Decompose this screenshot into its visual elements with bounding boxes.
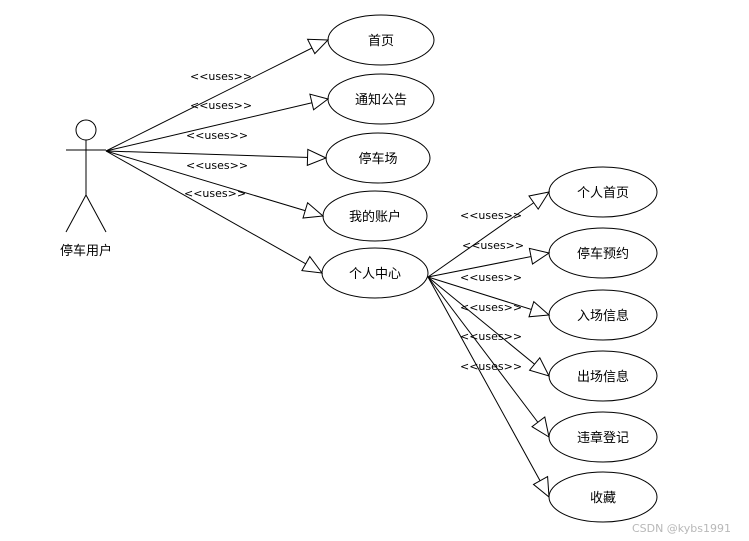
uses-label: <<uses>> <box>190 99 252 112</box>
use-case-label: 出场信息 <box>577 369 629 385</box>
actor-parking-user: 停车用户 <box>60 119 112 259</box>
uses-label: <<uses>> <box>186 159 248 172</box>
association-parking: <<uses>> <box>105 129 328 167</box>
use-case-home: 首页 <box>327 14 435 66</box>
use-case-entry-info: 入场信息 <box>548 289 658 341</box>
arrow-head <box>531 416 550 439</box>
uses-label: <<uses>> <box>462 239 524 252</box>
watermark: CSDN @kybs1991 <box>631 522 731 535</box>
association-line <box>427 276 550 377</box>
use-case-label: 我的账户 <box>349 209 401 225</box>
use-case-label: 收藏 <box>590 491 616 506</box>
arrow-head <box>528 191 551 211</box>
association-home: <<uses>> <box>105 38 330 152</box>
use-case-parking: 停车场 <box>325 132 431 184</box>
association-line <box>105 150 327 159</box>
arrow-head <box>528 356 550 377</box>
association-center: <<uses>> <box>105 150 324 274</box>
association-notice: <<uses>> <box>105 93 330 152</box>
association-entry-info: <<uses>> <box>427 271 551 318</box>
use-case-label: 个人首页 <box>577 186 629 201</box>
use-case-label: 停车场 <box>358 151 397 167</box>
use-case-label: 通知公告 <box>355 92 407 108</box>
use-case-center: 个人中心 <box>321 247 429 299</box>
use-case-reservation: 停车预约 <box>548 227 658 279</box>
association-line <box>427 191 550 278</box>
association-favorites: <<uses>> <box>427 276 550 499</box>
arrow-head <box>528 247 551 265</box>
use-case-violation: 违章登记 <box>548 411 658 463</box>
use-case-personal-home: 个人首页 <box>548 166 658 218</box>
use-case-label: 违章登记 <box>577 430 629 446</box>
association-line <box>427 252 550 278</box>
arrow-head <box>302 201 325 219</box>
uses-label: <<uses>> <box>460 271 522 284</box>
arrow-head <box>309 93 330 111</box>
association-line <box>105 150 324 217</box>
association-line <box>105 150 323 274</box>
uses-label: <<uses>> <box>190 70 252 83</box>
association-reservation: <<uses>> <box>427 239 551 278</box>
actor-left-leg <box>65 194 87 233</box>
actor-label: 停车用户 <box>60 243 112 259</box>
use-case-exit-info: 出场信息 <box>548 350 658 402</box>
association-line <box>427 276 550 316</box>
association-account: <<uses>> <box>105 150 325 219</box>
uses-label: <<uses>> <box>460 330 522 343</box>
association-line <box>427 276 550 498</box>
arrow-head <box>301 255 324 274</box>
association-line <box>427 276 550 438</box>
arrow-head <box>306 38 330 55</box>
uses-label: <<uses>> <box>460 360 522 373</box>
arrow-head <box>532 475 550 499</box>
use-case-favorites: 收藏 <box>548 471 658 523</box>
association-exit-info: <<uses>> <box>427 276 550 377</box>
association-line <box>105 39 329 152</box>
actor-head <box>75 119 97 141</box>
uses-label: <<uses>> <box>460 301 522 314</box>
use-case-label: 停车预约 <box>577 246 629 262</box>
use-case-label: 入场信息 <box>577 308 629 324</box>
actor-right-leg <box>85 194 107 233</box>
use-case-label: 个人中心 <box>349 267 401 282</box>
use-case-notice: 通知公告 <box>327 73 435 125</box>
uses-label: <<uses>> <box>460 209 522 222</box>
uses-label: <<uses>> <box>184 187 246 200</box>
association-personal-home: <<uses>> <box>427 191 551 278</box>
use-case-label: 首页 <box>368 34 394 49</box>
use-case-account: 我的账户 <box>322 190 428 242</box>
arrow-head <box>528 300 551 318</box>
association-line <box>105 98 329 152</box>
uses-label: <<uses>> <box>186 129 248 142</box>
association-violation: <<uses>> <box>427 276 550 439</box>
arrow-head <box>306 148 328 167</box>
